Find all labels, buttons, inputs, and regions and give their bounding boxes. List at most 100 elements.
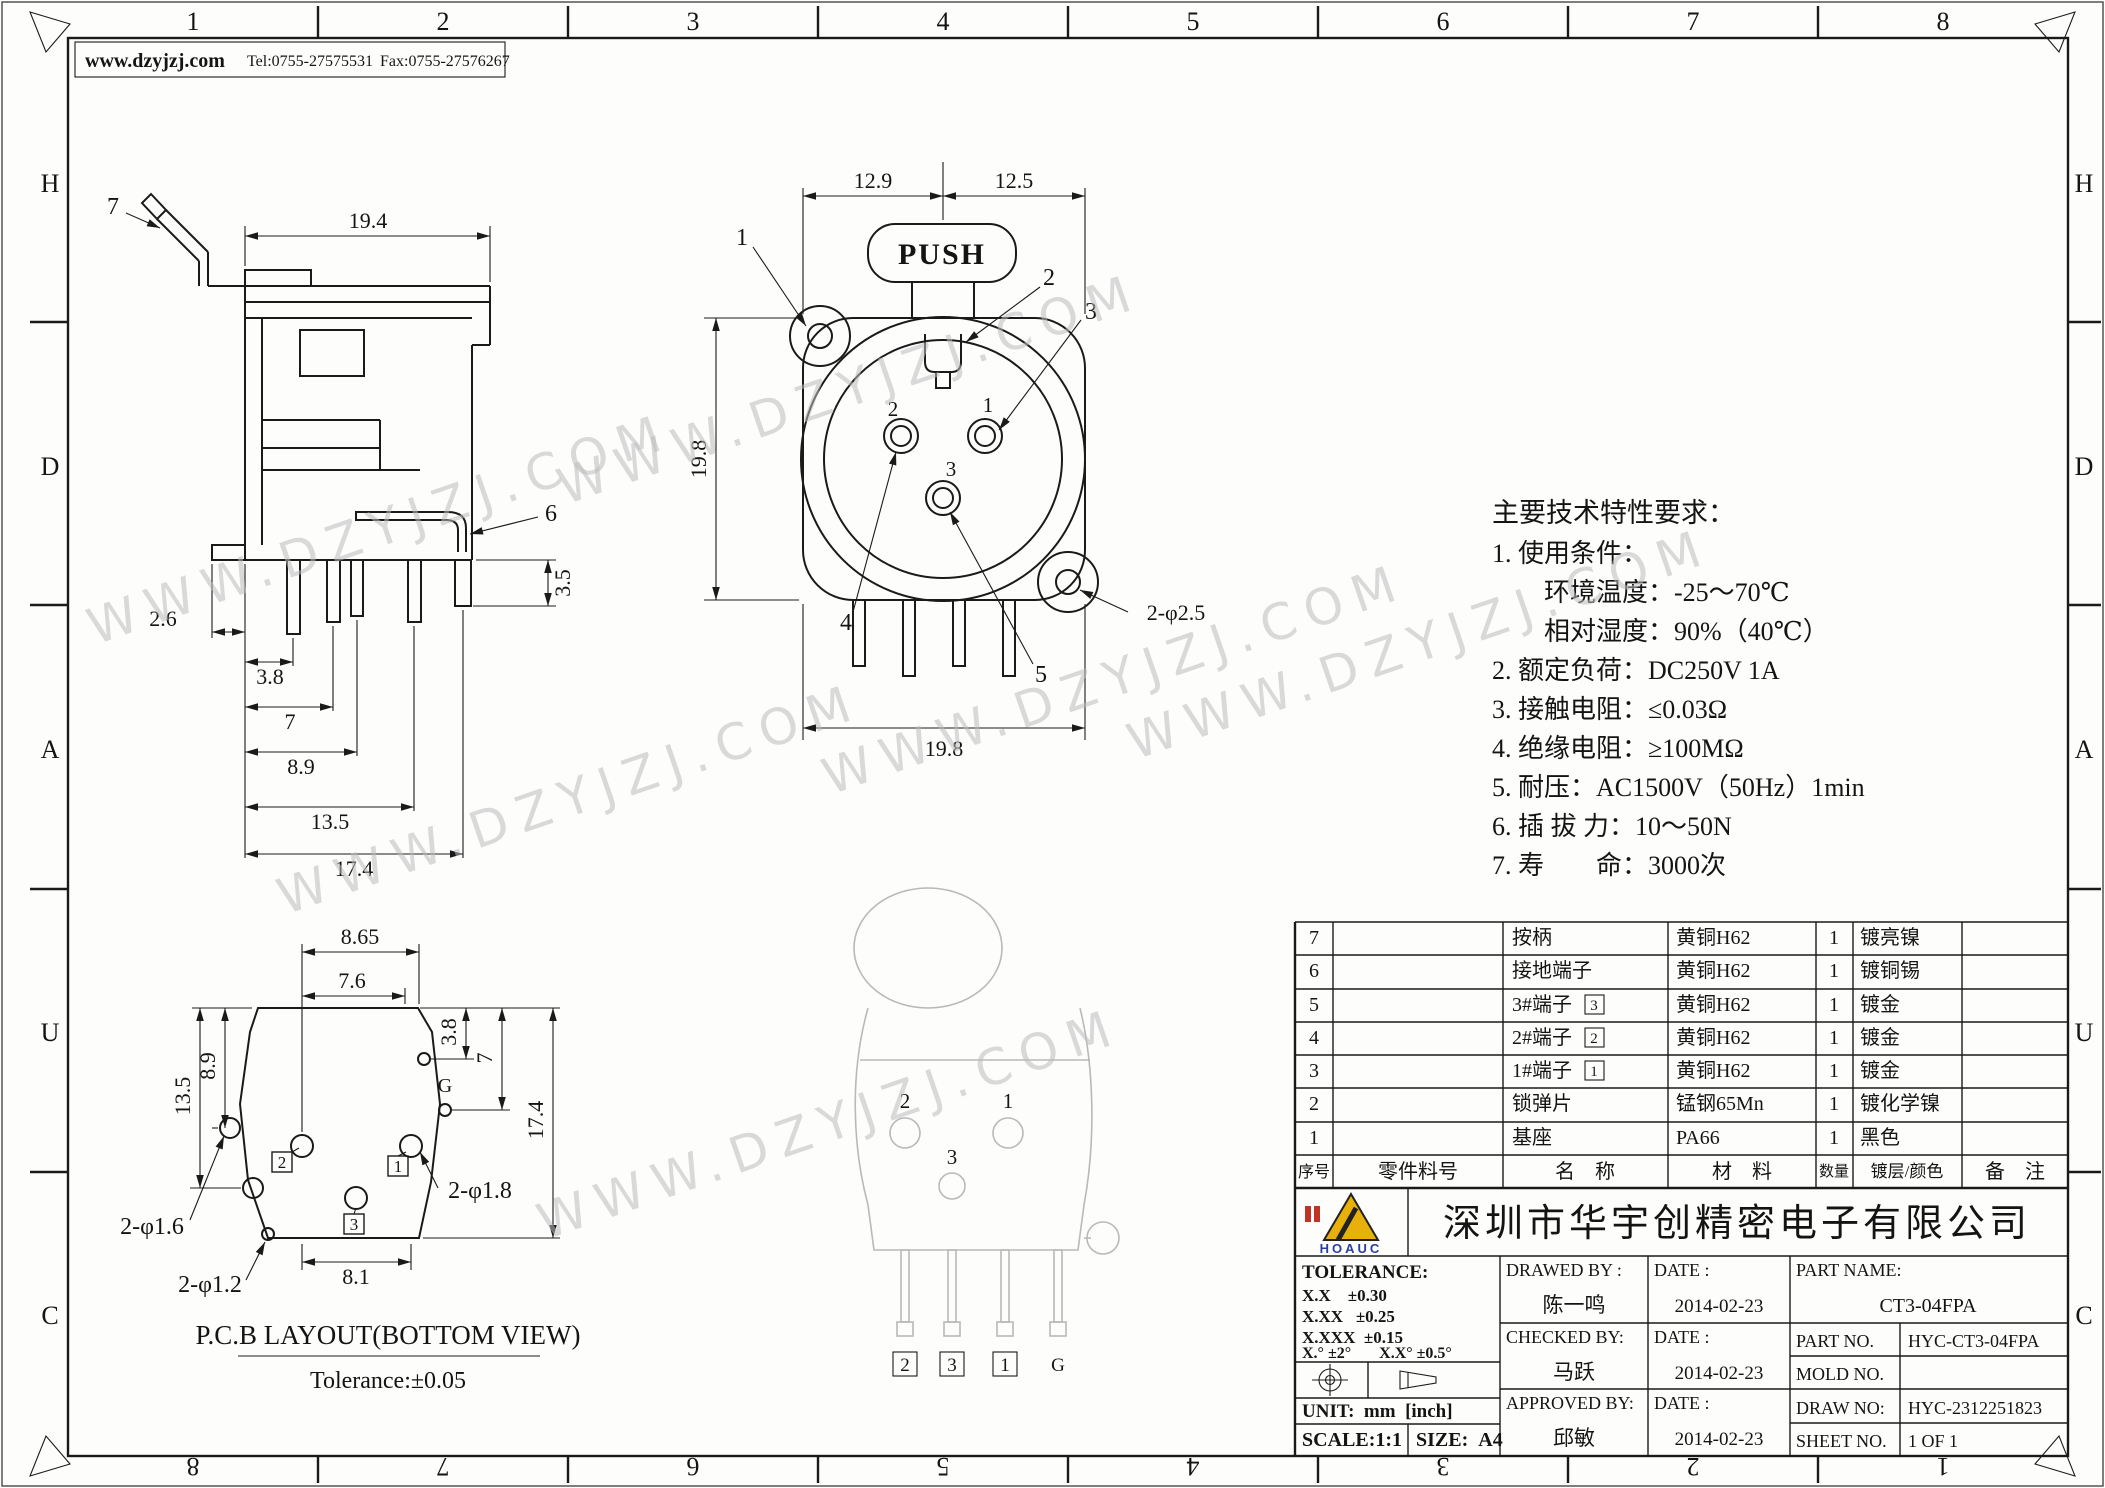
bom-material: 黄铜H62 <box>1676 993 1750 1016</box>
dim-mount-holes: 2-φ2.5 <box>1147 600 1206 625</box>
dim-13-5: 13.5 <box>311 809 350 834</box>
approved-date: 2014-02-23 <box>1675 1429 1764 1450</box>
tech-line: 环境温度：-25～70℃ <box>1544 578 1790 607</box>
bom-name-box: 1 <box>1590 1064 1598 1080</box>
dim-17-4: 17.4 <box>523 1101 548 1140</box>
bom-header-qty: 数量 <box>1819 1163 1849 1180</box>
grid-label: A <box>2075 735 2094 764</box>
pad-3-label: 3 <box>350 1215 359 1234</box>
side-view: 19.4 2.6 3.8 7 8.9 13.5 17.4 3.5 7 6 <box>107 192 575 881</box>
tech-line: 2. 额定负荷：DC250V 1A <box>1492 656 1780 685</box>
bom-name: 3#端子 <box>1512 993 1572 1016</box>
pcb-tolerance: Tolerance:±0.05 <box>310 1368 466 1394</box>
bom-qty: 1 <box>1829 927 1839 949</box>
checked-by-name: 马跃 <box>1553 1360 1595 1384</box>
dim-17-4: 17.4 <box>335 856 374 881</box>
bom-header-material: 材 料 <box>1712 1160 1772 1183</box>
drawn-by-label: DRAWED BY : <box>1506 1260 1622 1280</box>
front-view-outline <box>789 223 1099 677</box>
part-name-label: PART NAME: <box>1796 1260 1901 1280</box>
dim-7: 7 <box>472 1053 497 1064</box>
bom-qty: 1 <box>1829 994 1839 1016</box>
grid-label: D <box>2075 452 2094 481</box>
part-no-value: HYC-CT3-04FPA <box>1908 1331 2039 1351</box>
contact-box: www.dzyjzj.com Tel:0755-27575531 Fax:075… <box>74 41 510 78</box>
dim-19-4: 19.4 <box>349 208 388 233</box>
sheet-no-label: SHEET NO. <box>1796 1431 1887 1451</box>
tolerance-line: X.XX ±0.25 <box>1302 1307 1395 1326</box>
callout-3: 3 <box>1085 299 1097 325</box>
bom-name: 基座 <box>1512 1126 1552 1149</box>
dim-12-9: 12.9 <box>854 168 893 193</box>
tolerance-angles: X.° ±2° X.X° ±0.5° <box>1302 1345 1452 1362</box>
tech-line: 7. 寿 命：3000次 <box>1492 851 1726 880</box>
bom-header-name: 名 称 <box>1555 1160 1615 1183</box>
draw-no-value: HYC-2312251823 <box>1908 1398 2042 1418</box>
bom-seq: 2 <box>1309 1093 1319 1115</box>
bom-seq: 5 <box>1309 994 1319 1016</box>
bom-name: 1#端子 <box>1512 1059 1572 1082</box>
grid-label: 6 <box>1437 7 1450 36</box>
ghost-pad-3: 3 <box>947 1355 957 1376</box>
dim-7: 7 <box>285 709 296 734</box>
grid-labels-left: H D A U C <box>41 169 60 1330</box>
pcb-caption: P.C.B LAYOUT(BOTTOM VIEW) <box>195 1320 580 1350</box>
bom-header-finish: 镀层/颜色 <box>1871 1162 1944 1181</box>
checked-by-label: CHECKED BY: <box>1506 1327 1624 1347</box>
bom-finish: 镀金 <box>1860 1059 1900 1082</box>
grid-label: 8 <box>187 1452 200 1481</box>
bom-seq: 1 <box>1309 1127 1319 1149</box>
bom-header-code: 零件料号 <box>1378 1160 1458 1183</box>
grid-label: H <box>2075 169 2094 198</box>
dim-8-9: 8.9 <box>287 754 315 779</box>
date-label: DATE : <box>1654 1327 1710 1347</box>
watermark-text: WWW.DZYJZJ.COM <box>550 262 1148 516</box>
dim-7-6: 7.6 <box>338 968 366 993</box>
bom-name: 接地端子 <box>1512 959 1592 982</box>
approved-by-label: APPROVED BY: <box>1506 1393 1634 1413</box>
dim-19-8-vertical: 19.8 <box>686 440 711 479</box>
pin-label-1: 1 <box>983 393 994 417</box>
pcb-outline <box>219 1007 452 1241</box>
size-label: SIZE: A4 <box>1416 1429 1503 1451</box>
pad-g-label: G <box>438 1075 452 1097</box>
ghost-pin-2: 2 <box>900 1089 911 1113</box>
bom-material: 锰钢65Mn <box>1676 1092 1764 1115</box>
drawn-date: 2014-02-23 <box>1675 1296 1764 1317</box>
dim-19-8-horizontal: 19.8 <box>925 736 964 761</box>
grid-label: U <box>2075 1018 2094 1047</box>
grid-label: 1 <box>187 7 200 36</box>
scale-label: SCALE:1:1 <box>1302 1429 1402 1451</box>
cone-symbol-icon <box>1399 1370 1437 1390</box>
hole-label-1-6: 2-φ1.6 <box>120 1214 184 1240</box>
tech-line: 1. 使用条件： <box>1492 539 1648 568</box>
ghost-view: 2 3 1 2 3 1 G <box>853 887 1120 1377</box>
ghost-labels: 2 3 1 2 3 1 G <box>892 1089 1065 1377</box>
callout-4: 4 <box>840 610 852 636</box>
grid-labels-right: H D A U C <box>2075 169 2094 1330</box>
grid-label: 3 <box>1437 1452 1450 1481</box>
tel-text: Tel:0755-27575531 <box>247 53 373 70</box>
bom-qty: 1 <box>1829 1127 1839 1149</box>
dim-8-1: 8.1 <box>342 1264 370 1289</box>
part-no-label: PART NO. <box>1796 1331 1874 1351</box>
bom-qty: 1 <box>1829 1027 1839 1049</box>
grid-label: 4 <box>1187 1452 1200 1481</box>
bom-name: 按柄 <box>1512 926 1552 949</box>
unit-label: UNIT: mm [inch] <box>1302 1401 1453 1422</box>
front-view: PUSH 12.9 12.5 19.8 19.8 2-φ2.5 1 2 3 4 … <box>686 162 1205 761</box>
grid-label: 5 <box>937 1452 950 1481</box>
dim-12-5: 12.5 <box>995 168 1034 193</box>
bom-qty: 1 <box>1829 960 1839 982</box>
bom-qty: 1 <box>1829 1093 1839 1115</box>
pcb-view: 8.65 7.6 8.9 13.5 3.8 7 17.4 8.1 2-φ1.6 … <box>120 924 580 1394</box>
tech-line: 6. 插 拔 力：10～50N <box>1492 812 1732 841</box>
pin-label-2: 2 <box>888 397 899 421</box>
tech-line: 5. 耐压：AC1500V（50Hz）1min <box>1492 773 1865 802</box>
grid-label: 7 <box>1687 7 1700 36</box>
projection-symbol-icon <box>1312 1364 1348 1396</box>
checked-date: 2014-02-23 <box>1675 1363 1764 1384</box>
